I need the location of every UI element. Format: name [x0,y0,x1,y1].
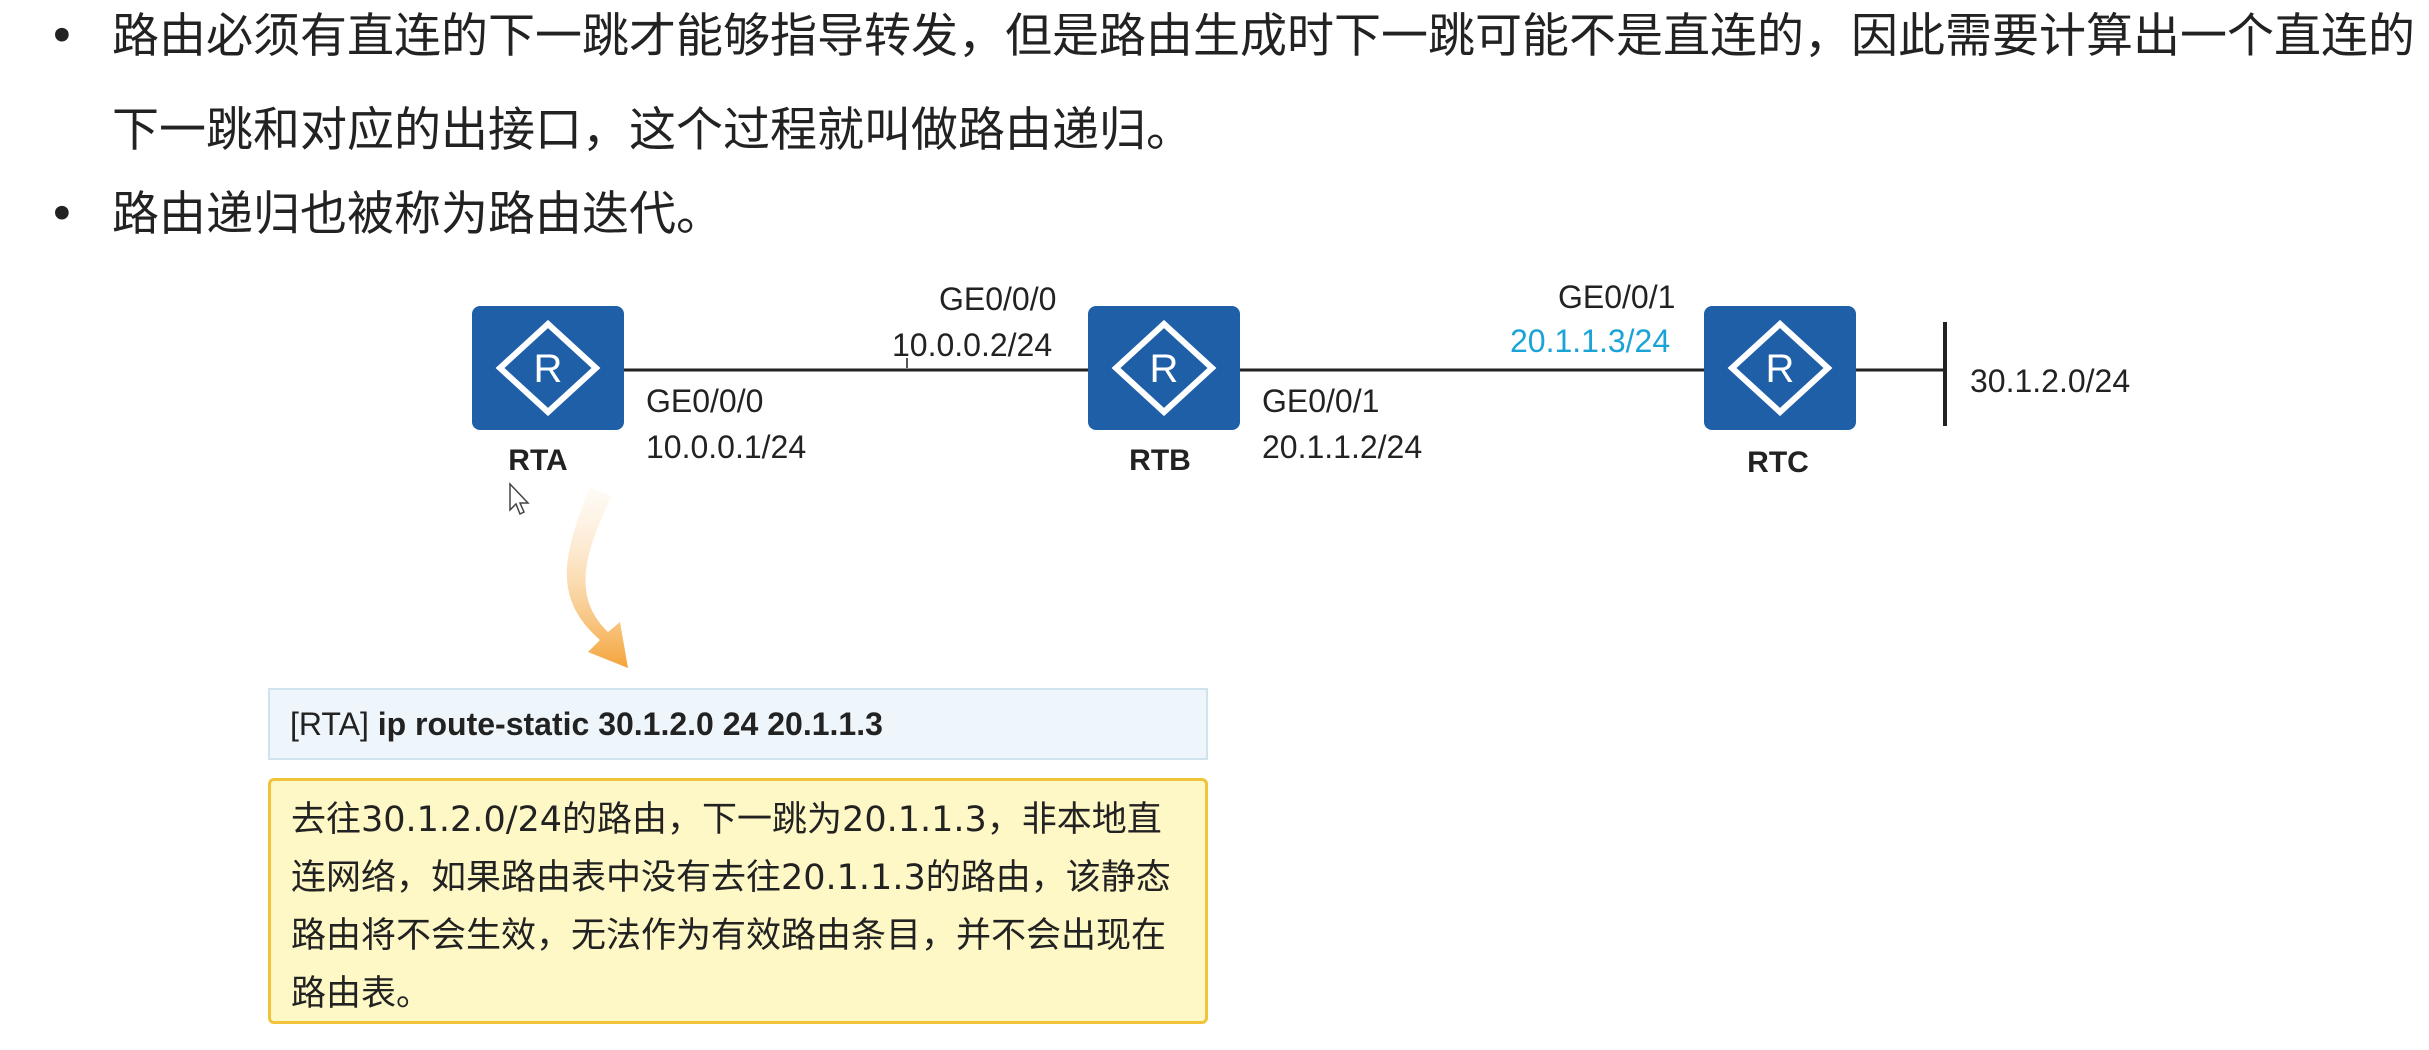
bullet-marker: • [48,187,76,242]
router-diamond [495,319,601,417]
pointer-arrow-icon [566,488,628,668]
command-box: [RTA] ip route-static 30.1.2.0 24 20.1.1… [268,688,1208,760]
rtb-interface-ip-left: 10.0.0.2/24 [892,327,1052,363]
router-icon [472,306,624,430]
rtc-interface-name: GE0/0/1 [1558,279,1675,315]
rta-interface-name: GE0/0/0 [646,383,763,419]
router-rtc[interactable]: R RTC [1704,306,1856,479]
rtb-interface-ip-right: 20.1.1.2/24 [1262,429,1422,465]
rtb-interface-name-left: GE0/0/0 [939,281,1056,317]
bullet-marker: • [48,9,76,64]
router-r-glyph: R [1766,347,1795,391]
router-r-glyph: R [534,347,563,391]
bullet-text-2: 路由递归也被称为路由迭代。 [112,187,723,242]
router-name-rta: RTA [508,444,567,477]
router-rta[interactable]: R RTA [472,306,624,477]
rta-interface-ip: 10.0.0.1/24 [646,429,806,465]
network-prefix-label: 30.1.2.0/24 [1970,363,2130,399]
router-diamond [1111,319,1217,417]
router-name-rtb: RTB [1129,444,1191,477]
router-icon [1088,306,1240,430]
router-icon [1704,306,1856,430]
bullet-text-1: 路由必须有直连的下一跳才能够指导转发，但是路由生成时下一跳可能不是直连的，因此需… [112,9,2415,158]
command-prompt: [RTA] [290,706,378,742]
router-rtb[interactable]: R RTB [1088,306,1240,477]
rtb-interface-name-right: GE0/0/1 [1262,383,1379,419]
explanation-note: 去往30.1.2.0/24的路由，下一跳为20.1.1.3，非本地直连网络，如果… [268,778,1208,1024]
rtc-interface-ip: 20.1.1.3/24 [1510,323,1670,359]
command-text: ip route-static 30.1.2.0 24 20.1.1.3 [377,706,883,742]
explanation-note-text: 去往30.1.2.0/24的路由，下一跳为20.1.1.3，非本地直连网络，如果… [291,800,1171,1014]
router-diamond [1727,319,1833,417]
router-name-rtc: RTC [1747,446,1809,479]
router-r-glyph: R [1150,347,1179,391]
mouse-cursor-icon [509,482,530,516]
